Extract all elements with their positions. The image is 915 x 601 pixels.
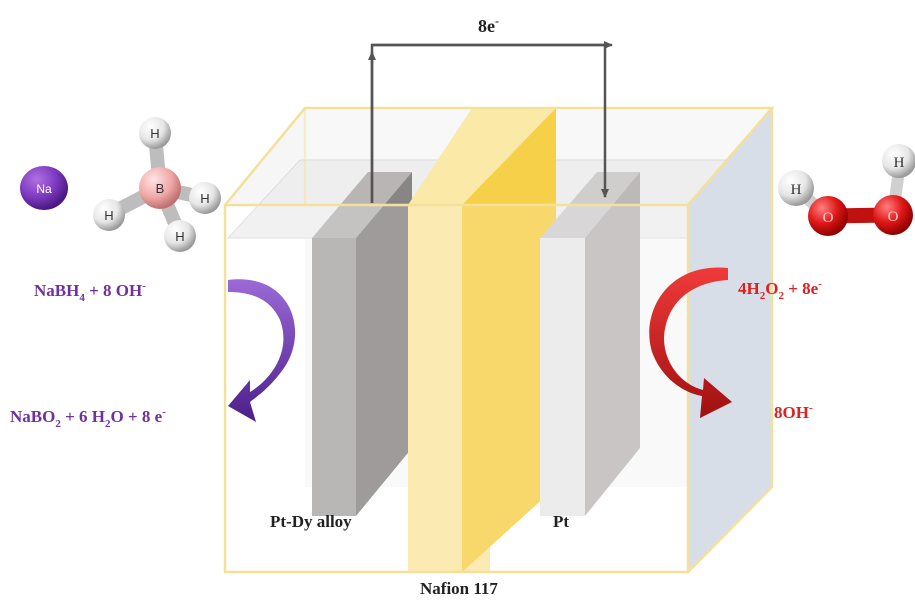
membrane-label: Nafion 117 <box>420 579 498 598</box>
external-circuit <box>368 41 613 203</box>
anode-electrode <box>312 172 412 516</box>
bh4-h4-label: H <box>175 229 184 244</box>
sodium-label: Na <box>36 182 52 196</box>
cathode-label: Pt <box>553 512 569 531</box>
anode-reactant-equation: NaBH4 + 8 OH- <box>34 280 146 304</box>
peroxide-h2-label: H <box>894 155 905 171</box>
anode-curved-arrow <box>228 279 296 422</box>
box-outline <box>223 106 775 574</box>
anode-label: Pt-Dy alloy <box>270 512 352 531</box>
sodium-atom: Na <box>20 166 68 210</box>
peroxide-molecule: H O O H <box>778 144 915 236</box>
bh4-h3-label: H <box>200 191 209 206</box>
peroxide-o2-label: O <box>888 209 899 225</box>
electron-transfer-label: 8e- <box>478 14 499 36</box>
bh4-h1-label: H <box>150 126 159 141</box>
anode-product-equation: NaBO2 + 6 H2O + 8 e- <box>10 406 166 430</box>
peroxide-h1-label: H <box>791 182 802 198</box>
borohydride-molecule: B H H H H <box>93 117 221 252</box>
cathode-product-equation: 8OH- <box>774 402 813 422</box>
membrane <box>408 108 556 572</box>
bh4-h2-label: H <box>104 208 113 223</box>
box-right-face <box>688 108 772 572</box>
peroxide-o1-label: O <box>823 210 834 226</box>
cathode-curved-arrow <box>649 267 732 418</box>
cathode-reactant-equation: 4H2O2 + 8e- <box>738 278 822 302</box>
cathode-electrode <box>540 172 640 516</box>
boron-label: B <box>156 181 165 196</box>
